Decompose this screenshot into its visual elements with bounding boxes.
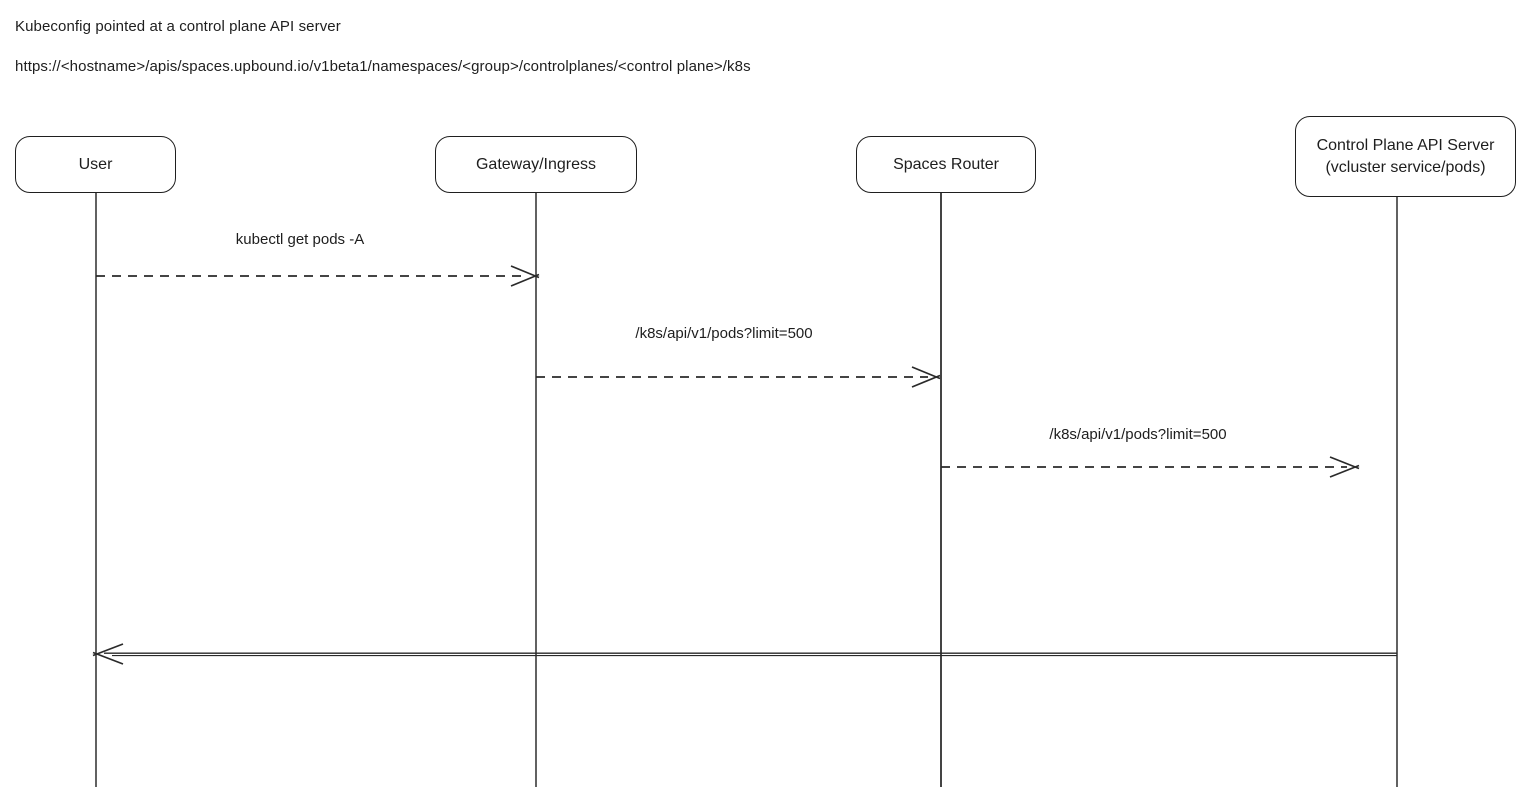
actor-label: Control Plane API Server xyxy=(1316,136,1495,154)
kubeconfig-url: https://<hostname>/apis/spaces.upbound.i… xyxy=(15,58,751,75)
message-label-kubectl-get-pods: kubectl get pods -A xyxy=(232,231,368,248)
message-arrow-4 xyxy=(92,643,1397,665)
actor-box-control-plane-api-server: Control Plane API Server (vcluster servi… xyxy=(1295,116,1516,197)
message-arrow-2 xyxy=(536,366,941,388)
message-label-k8s-api-pods-1: /k8s/api/v1/pods?limit=500 xyxy=(632,325,816,342)
actor-label: User xyxy=(78,155,113,173)
actor-box-spaces-router: Spaces Router xyxy=(856,136,1036,193)
actor-label: Gateway/Ingress xyxy=(475,155,597,173)
message-arrow-1 xyxy=(96,265,540,287)
actor-box-gateway-ingress: Gateway/Ingress xyxy=(435,136,637,193)
diagram-title: Kubeconfig pointed at a control plane AP… xyxy=(15,18,341,35)
actor-box-user: User xyxy=(15,136,176,193)
actor-sublabel: (vcluster service/pods) xyxy=(1325,158,1486,176)
message-label-k8s-api-pods-2: /k8s/api/v1/pods?limit=500 xyxy=(1046,426,1230,443)
message-arrow-3 xyxy=(941,456,1360,478)
actor-label: Spaces Router xyxy=(893,155,999,173)
